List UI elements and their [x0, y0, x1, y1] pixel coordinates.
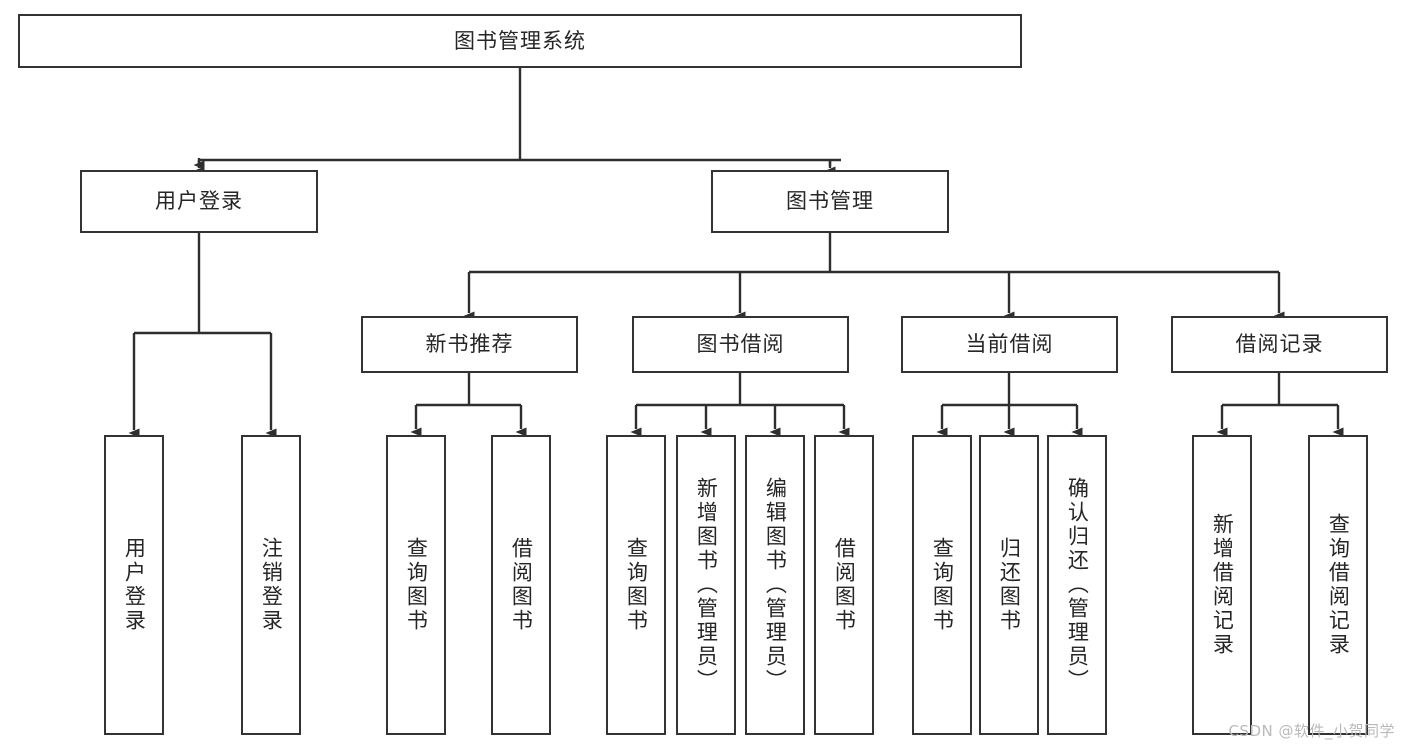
node-leaf-confirm-return[interactable]: 确认归还（管理员）	[1047, 435, 1107, 735]
node-borrow-record[interactable]: 借阅记录	[1171, 316, 1388, 373]
node-label: 借阅图书	[832, 537, 857, 633]
node-leaf-logout-login[interactable]: 注销登录	[241, 435, 301, 735]
node-leaf-return-book[interactable]: 归还图书	[979, 435, 1039, 735]
node-leaf-query-book-2[interactable]: 查询图书	[606, 435, 666, 735]
node-label: 用户登录	[122, 537, 147, 633]
node-leaf-query-book-1[interactable]: 查询图书	[386, 435, 446, 735]
node-leaf-borrow-book-2[interactable]: 借阅图书	[814, 435, 874, 735]
node-label: 图书借阅	[696, 332, 785, 357]
node-label: 新增图书（管理员）	[694, 477, 719, 693]
node-label: 新增借阅记录	[1210, 513, 1235, 657]
node-label: 归还图书	[997, 537, 1022, 633]
node-label: 图书管理	[786, 189, 874, 214]
node-label: 当前借阅	[965, 332, 1054, 357]
node-label: 注销登录	[259, 537, 284, 633]
node-label: 图书管理系统	[454, 28, 586, 53]
node-leaf-borrow-book-1[interactable]: 借阅图书	[491, 435, 551, 735]
node-label: 查询图书	[624, 537, 649, 633]
node-root-book-management-system[interactable]: 图书管理系统	[18, 14, 1022, 68]
node-book-management[interactable]: 图书管理	[711, 170, 949, 233]
node-label: 用户登录	[155, 189, 243, 214]
node-label: 查询图书	[404, 537, 429, 633]
node-label: 确认归还（管理员）	[1065, 477, 1090, 693]
node-leaf-add-book[interactable]: 新增图书（管理员）	[676, 435, 736, 735]
node-new-book-recommend[interactable]: 新书推荐	[361, 316, 578, 373]
node-leaf-add-borrow-record[interactable]: 新增借阅记录	[1192, 435, 1252, 735]
node-label: 新书推荐	[425, 332, 514, 357]
node-label: 编辑图书（管理员）	[763, 477, 788, 693]
node-label: 借阅图书	[509, 537, 534, 633]
node-leaf-query-book-3[interactable]: 查询图书	[912, 435, 972, 735]
node-label: 查询借阅记录	[1326, 513, 1351, 657]
node-user-login[interactable]: 用户登录	[80, 170, 318, 233]
node-leaf-user-login[interactable]: 用户登录	[104, 435, 164, 735]
csdn-watermark: CSDN @软件_小贺同学	[1228, 722, 1395, 740]
node-leaf-query-borrow-record[interactable]: 查询借阅记录	[1308, 435, 1368, 735]
node-book-borrow[interactable]: 图书借阅	[632, 316, 849, 373]
node-label: 借阅记录	[1235, 332, 1324, 357]
node-leaf-edit-book[interactable]: 编辑图书（管理员）	[745, 435, 805, 735]
node-current-borrow[interactable]: 当前借阅	[901, 316, 1118, 373]
node-label: 查询图书	[930, 537, 955, 633]
